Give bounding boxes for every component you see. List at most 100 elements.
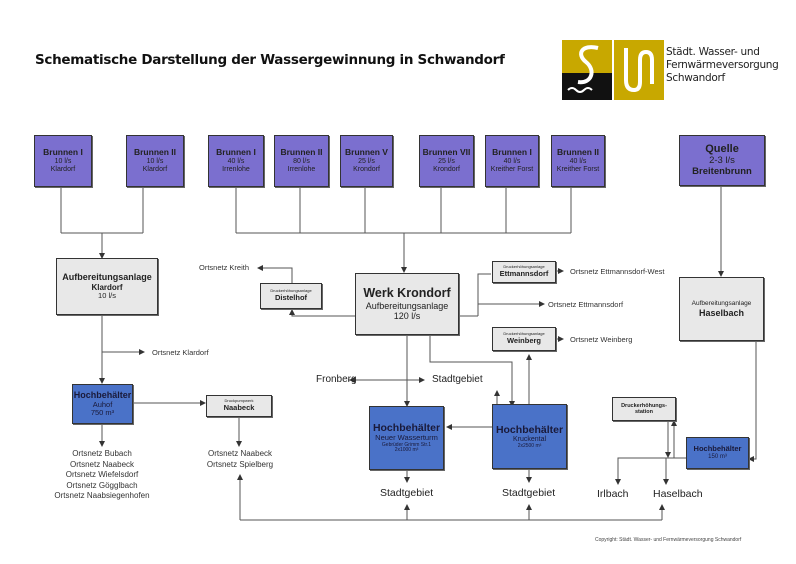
reservoir-volume: 2x2500 m³ xyxy=(517,442,542,449)
sw-logo-icon xyxy=(562,40,612,100)
list-item: Ortsnetz Wiefelsdorf xyxy=(65,470,139,479)
list-item: Ortsnetz Bubach xyxy=(72,449,132,458)
station-line-2: station xyxy=(634,409,654,415)
well-brunnen-i-irrenlohe[interactable]: Brunnen I 40 l/s Irrenlohe xyxy=(208,135,264,187)
well-rate: 25 l/s xyxy=(438,157,455,165)
reservoir-place: Neuer Wasserturm xyxy=(375,432,438,442)
page-title: Schematische Darstellung der Wassergewin… xyxy=(35,52,505,68)
hochbehaelter-haselbach[interactable]: Hochbehälter 150 m³ xyxy=(686,437,749,469)
reservoir-volume: 2x1000 m³ xyxy=(394,447,419,454)
label-ortsnetz-ettmannsdorf-west: Ortsnetz Ettmannsdorf-West xyxy=(570,267,665,276)
well-name: Brunnen V xyxy=(345,147,388,158)
well-rate: 40 l/s xyxy=(503,157,521,165)
list-auhof-ortsnetze: Ortsnetz Bubach Ortsnetz Naabeck Ortsnet… xyxy=(46,449,158,502)
list-item: Ortsnetz Naabeck xyxy=(69,459,135,469)
label-haselbach: Haselbach xyxy=(653,488,703,500)
well-name: Brunnen II xyxy=(133,147,177,158)
druckerhoehungsanlage-distelhof[interactable]: Druckerhöhungsanlage Distelhof xyxy=(260,283,322,309)
list-naabeck-ortsnetze: Ortsnetz Naabeck Ortsnetz Spielberg xyxy=(194,449,286,470)
well-place: Irrenlohe xyxy=(222,165,250,173)
station-name: Weinberg xyxy=(506,335,542,345)
well-brunnen-vii-krondorf[interactable]: Brunnen VII 25 l/s Krondorf xyxy=(419,135,474,187)
well-name: Brunnen II xyxy=(556,147,600,158)
well-brunnen-ii-kreither-forst[interactable]: Brunnen II 40 l/s Kreither Forst xyxy=(551,135,605,187)
well-name: Brunnen I xyxy=(43,147,83,158)
plant-type: Aufbereitungsanlage xyxy=(691,300,752,308)
reservoir-place: Auhof xyxy=(92,399,113,409)
label-stadtgebiet-mid: Stadtgebiet xyxy=(432,374,483,385)
label-ortsnetz-klardorf: Ortsnetz Klardorf xyxy=(152,348,209,357)
reservoir-name: Hochbehälter xyxy=(693,444,742,454)
plant-name: Haselbach xyxy=(698,307,745,318)
station-name: Distelhof xyxy=(274,292,308,302)
quelle-name: Quelle xyxy=(705,143,739,156)
well-rate: 40 l/s xyxy=(569,157,587,165)
aufbereitungsanlage-haselbach[interactable]: Aufbereitungsanlage Haselbach xyxy=(679,277,764,341)
reservoir-place: Kruckental xyxy=(512,435,547,443)
well-name: Brunnen VII xyxy=(422,147,471,158)
logo-line-1: Städt. Wasser- und xyxy=(666,46,760,58)
well-place: Klardorf xyxy=(50,165,76,173)
copyright: Copyright: Städt. Wasser- und Fernwärmev… xyxy=(595,537,742,543)
well-place: Krondorf xyxy=(353,165,380,173)
reservoir-address: Gebrüder Grimm Str.1 xyxy=(381,441,432,448)
well-place: Irrenlohe xyxy=(287,165,316,173)
list-item: Ortsnetz Spielberg xyxy=(206,459,274,469)
line-krondorf-kruckental xyxy=(429,335,515,407)
well-rate: 10 l/s xyxy=(54,157,72,165)
label-ortsnetz-ettmannsdorf: Ortsnetz Ettmannsdorf xyxy=(548,300,624,309)
line-klardorf-wells xyxy=(60,187,144,258)
line-krondorf-wells xyxy=(235,187,572,234)
label-ortsnetz-kreith: Ortsnetz Kreith xyxy=(199,263,250,272)
station-type: Druckerhöhungsanlage xyxy=(503,264,545,270)
reservoir-volume: 150 m³ xyxy=(708,453,727,460)
plant-rate: 120 l/s xyxy=(393,311,421,322)
well-brunnen-v-krondorf[interactable]: Brunnen V 25 l/s Krondorf xyxy=(340,135,393,187)
well-brunnen-ii-klardorf[interactable]: Brunnen II 10 l/s Klardorf xyxy=(126,135,184,187)
quelle-rate: 2-3 l/s xyxy=(709,154,735,166)
list-item: Ortsnetz Naabsiegenhofen xyxy=(54,491,150,500)
well-place: Kreither Forst xyxy=(556,165,600,173)
plant-name: Werk Krondorf xyxy=(363,286,451,301)
druckerhoehungsanlage-ettmannsdorf[interactable]: Druckerhöhungsanlage Ettmannsdorf xyxy=(492,261,556,283)
logo-line-3: Schwandorf xyxy=(666,72,725,84)
label-stadtgebiet-kruckental: Stadtgebiet xyxy=(502,487,556,499)
line-kreith xyxy=(257,265,293,283)
druckpumpwerk-naabeck[interactable]: Druckpumpwerk Naabeck xyxy=(206,395,272,417)
well-place: Kreither Forst xyxy=(490,165,534,173)
aufbereitungsanlage-klardorf[interactable]: Aufbereitungsanlage Klardorf 10 l/s xyxy=(56,258,158,315)
werk-krondorf[interactable]: Werk Krondorf Aufbereitungsanlage 120 l/… xyxy=(355,273,459,335)
plant-type: Aufbereitungsanlage xyxy=(365,300,449,311)
hochbehaelter-neuer-wasserturm[interactable]: Hochbehälter Neuer Wasserturm Gebrüder G… xyxy=(369,406,444,470)
well-brunnen-i-klardorf[interactable]: Brunnen I 10 l/s Klardorf xyxy=(34,135,92,187)
plant-rate: 10 l/s xyxy=(98,290,116,300)
logo: Städt. Wasser- und Fernwärmeversorgung S… xyxy=(562,40,779,100)
label-ortsnetz-weinberg: Ortsnetz Weinberg xyxy=(570,335,633,344)
well-place: Klardorf xyxy=(142,165,168,173)
logo-text: Städt. Wasser- und Fernwärmeversorgung S… xyxy=(666,46,779,85)
druckerhoehungsanlage-weinberg[interactable]: Druckerhöhungsanlage Weinberg xyxy=(492,327,556,351)
reservoir-name: Hochbehälter xyxy=(73,390,132,401)
hochbehaelter-auhof[interactable]: Hochbehälter Auhof 750 m³ xyxy=(72,384,133,424)
plant-name: Klardorf xyxy=(91,282,123,292)
line-haselbach-hb xyxy=(748,341,757,462)
well-rate: 25 l/s xyxy=(358,157,375,165)
reservoir-name: Hochbehälter xyxy=(372,421,441,434)
station-type: Druckpumpwerk xyxy=(224,398,254,404)
line-hb-haselbach-distrib xyxy=(615,457,686,485)
list-item: Ortsnetz Naabeck xyxy=(207,449,273,458)
well-name: Brunnen I xyxy=(216,147,256,158)
well-brunnen-ii-irrenlohe[interactable]: Brunnen II 80 l/s Irrenlohe xyxy=(274,135,329,187)
reservoir-name: Hochbehälter xyxy=(495,423,564,436)
label-stadtgebiet-wasserturm: Stadtgebiet xyxy=(380,487,434,499)
quelle-breitenbrunn[interactable]: Quelle 2-3 l/s Breitenbrunn xyxy=(679,135,765,186)
hochbehaelter-kruckental[interactable]: Hochbehälter Kruckental 2x2500 m³ xyxy=(492,404,567,469)
druckerhoehungsstation[interactable]: Druckerhöhungs- station xyxy=(612,397,676,421)
station-line-1: Druckerhöhungs- xyxy=(621,402,667,409)
list-item: Ortsnetz Gögglbach xyxy=(66,480,138,490)
line-ettmannsdorf xyxy=(477,273,491,316)
logo-line-2: Fernwärmeversorgung xyxy=(666,59,779,71)
station-name: Naabeck xyxy=(223,402,255,412)
well-brunnen-i-kreither-forst[interactable]: Brunnen I 40 l/s Kreither Forst xyxy=(485,135,539,187)
